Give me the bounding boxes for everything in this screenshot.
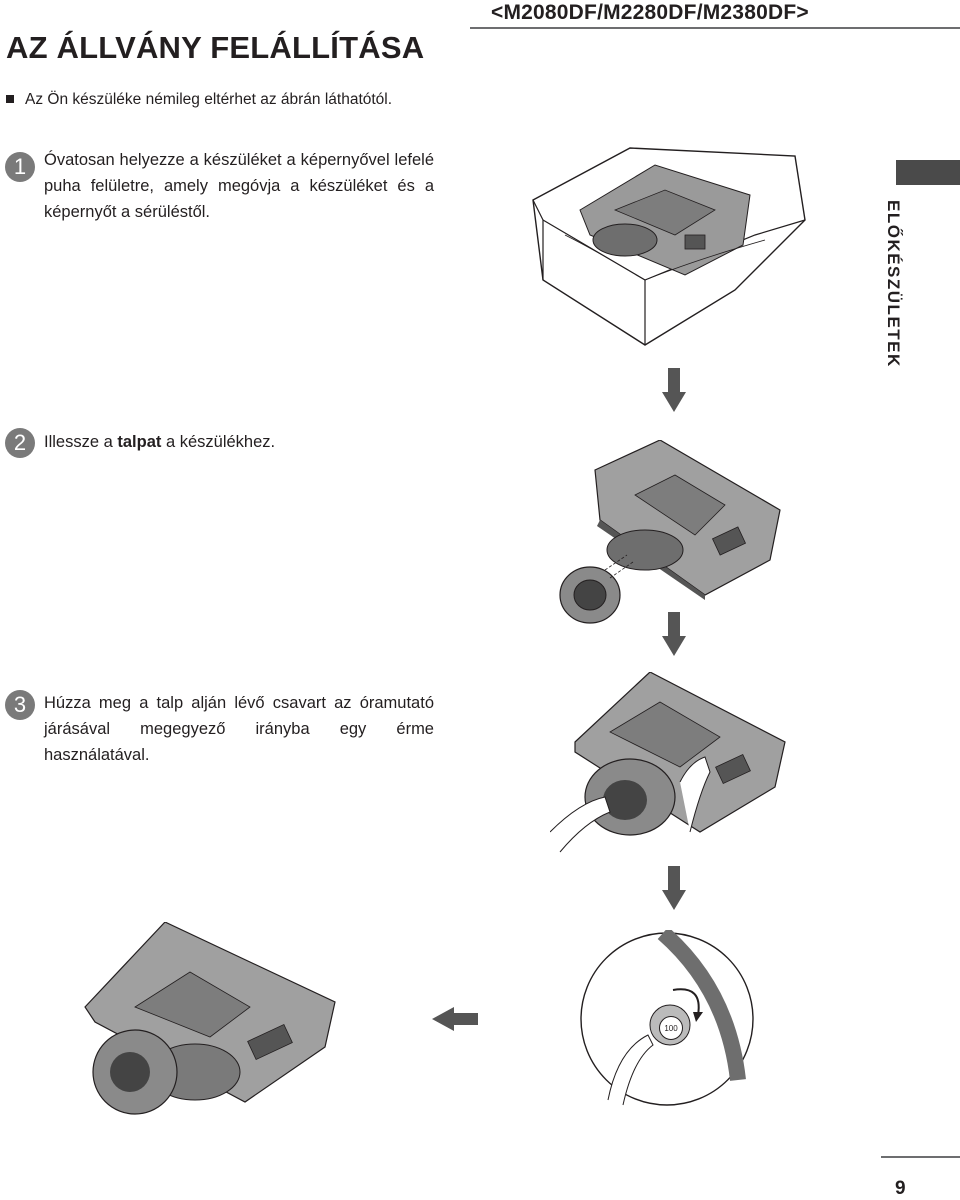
step-2-text: Illessze a talpat a készülékhez. (44, 433, 276, 451)
coin-icon: 100 (659, 1016, 683, 1040)
section-tab-bar (896, 160, 960, 185)
page-title: AZ ÁLLVÁNY FELÁLLÍTÁSA (6, 30, 425, 65)
page-number: 9 (895, 1178, 906, 1199)
step-1-badge: 1 (5, 152, 35, 182)
down-arrow-icon (662, 866, 686, 910)
down-arrow-icon (662, 612, 686, 656)
figure-attach-stand (559, 440, 781, 624)
step-3-text: Húzza meg a talp alján lévő csavart az ó… (44, 694, 434, 764)
down-arrow-icon (662, 368, 686, 412)
section-tab-label: ELŐKÉSZÜLETEK (884, 200, 903, 368)
header-rule (470, 27, 960, 29)
step-2-badge: 2 (5, 428, 35, 458)
model-list: <M2080DF/M2280DF/M2380DF> (491, 1, 809, 24)
figure-tighten-screw (550, 672, 786, 853)
note-line: Az Ön készüléke némileg eltérhet az ábrá… (6, 91, 392, 109)
footer-rule (881, 1156, 960, 1158)
step-1-text: Óvatosan helyezze a készüléket a képerny… (44, 151, 434, 221)
note-text: Az Ön készüléke némileg eltérhet az ábrá… (25, 91, 393, 108)
step-3-badge: 3 (5, 690, 35, 720)
figure-monitor-on-cushion (532, 147, 806, 346)
figure-stand-assembled (84, 922, 336, 1115)
left-arrow-icon (432, 1007, 478, 1031)
bullet-square-icon (6, 95, 14, 103)
